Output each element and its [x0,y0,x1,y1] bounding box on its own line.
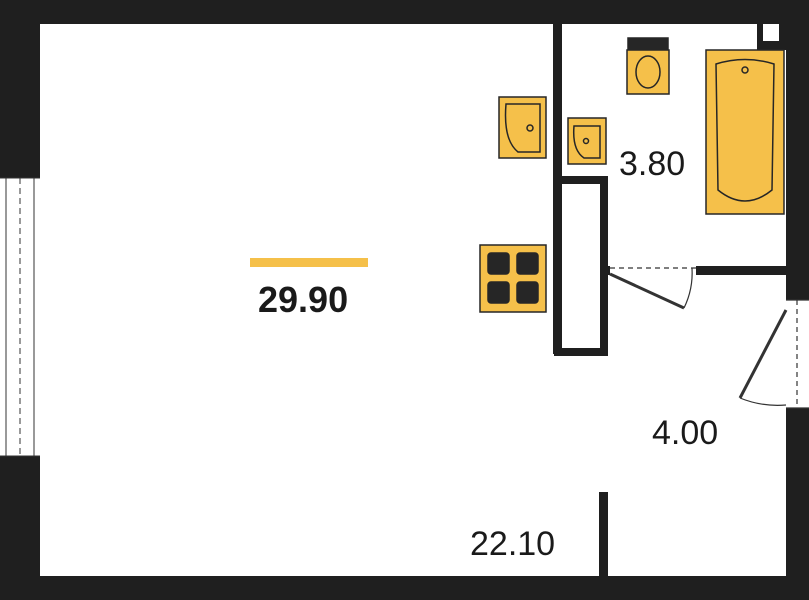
wall-top [0,0,809,24]
wall-bottom [0,576,809,600]
bathroom-sink [567,117,607,165]
wall-left-upper [0,0,40,178]
total-area-label: 29.90 [258,279,349,320]
wall-left-lower [0,456,40,600]
bathroom-door [609,267,696,310]
wall-right-lower [786,408,809,600]
toilet [626,37,670,95]
window-left [0,177,40,457]
wall-right-upper [786,0,809,300]
living-room-area-label: 22.10 [470,525,556,563]
hallway-area-label: 4.00 [652,414,719,452]
partition-stub [599,492,608,576]
total-area-accent-bar [250,258,368,267]
bathroom-wall-bottom [696,266,786,275]
wardrobe [554,176,608,356]
bathtub [705,49,785,215]
riser-inner [763,24,779,41]
entrance-door [738,299,809,409]
cooktop [479,244,547,313]
bathroom-area-label: 3.80 [619,145,686,183]
kitchen-sink [498,96,547,159]
